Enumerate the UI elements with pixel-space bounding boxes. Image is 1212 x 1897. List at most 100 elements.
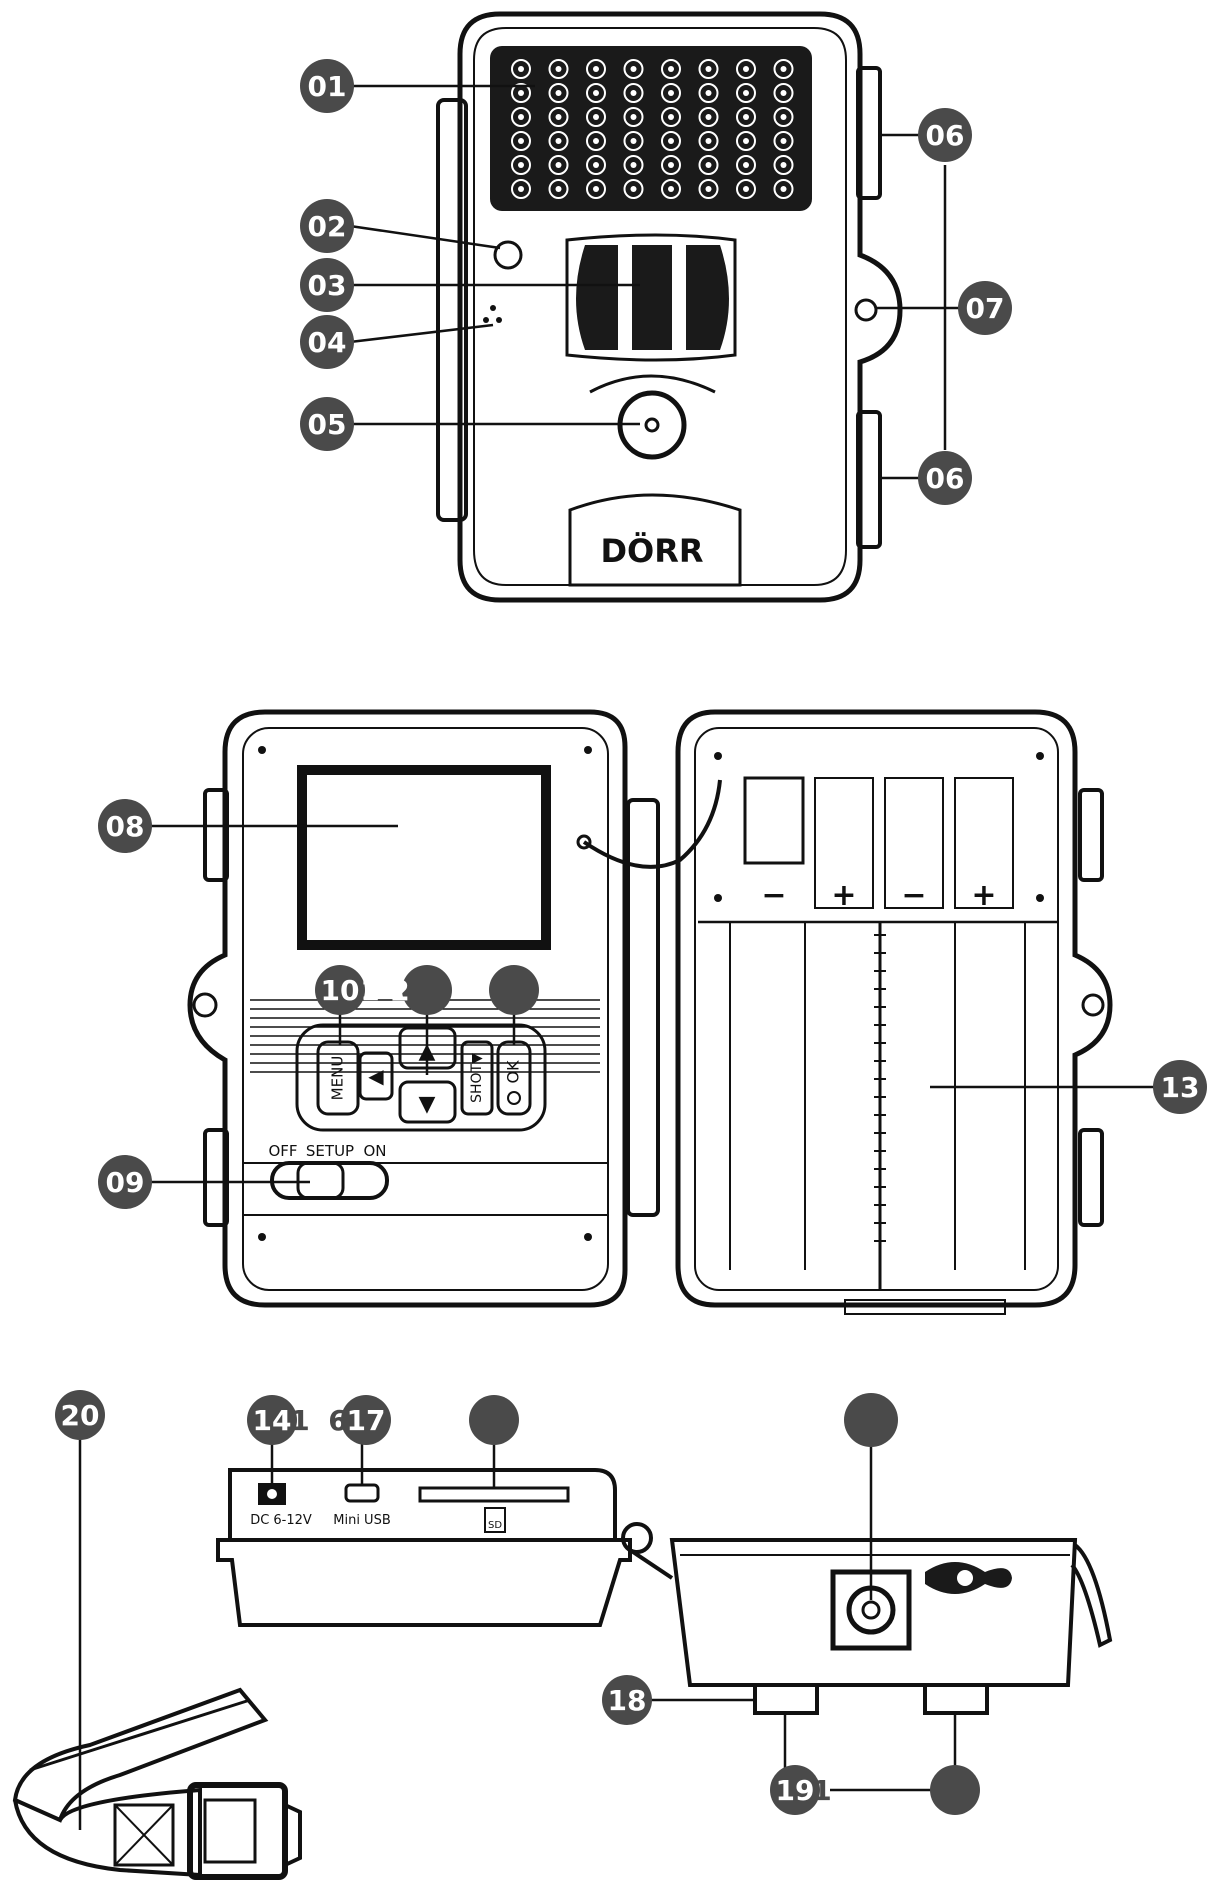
switch-setup-label: SETUP bbox=[306, 1142, 354, 1160]
ir-led-core bbox=[555, 90, 562, 96]
ir-led-core bbox=[593, 162, 599, 168]
callout-08-number: 08 bbox=[106, 810, 145, 843]
ir-led-core bbox=[668, 186, 674, 192]
pir-stripe-a bbox=[618, 245, 632, 350]
ir-led-core bbox=[743, 186, 749, 192]
tripod-socket-thread bbox=[861, 1600, 881, 1620]
battery-compartment-inner bbox=[694, 727, 1059, 1291]
ir-led-core bbox=[518, 186, 524, 192]
callout-15: 1 bbox=[290, 1404, 309, 1437]
latch-clip bbox=[1070, 1543, 1113, 1648]
microphone-dot bbox=[483, 317, 489, 323]
screw bbox=[714, 752, 722, 760]
bottom-latch-right bbox=[923, 1683, 989, 1715]
ir-led-core bbox=[705, 162, 712, 168]
callout-18-number: 18 bbox=[608, 1684, 647, 1717]
keypad-frame bbox=[295, 1023, 547, 1132]
ir-led bbox=[511, 155, 531, 175]
shot-button[interactable] bbox=[460, 1040, 494, 1116]
leader-line-04 bbox=[349, 323, 494, 344]
ir-led-core bbox=[705, 66, 712, 72]
callout-18: 18 bbox=[602, 1675, 652, 1725]
callout-04: 04 bbox=[300, 315, 354, 369]
ir-led-core bbox=[705, 90, 712, 96]
shot-button-label: SHOT▼ bbox=[469, 1053, 485, 1103]
ir-led-core bbox=[668, 138, 674, 144]
screw bbox=[584, 746, 592, 754]
ir-led-core bbox=[743, 90, 749, 96]
left-arrow-button[interactable] bbox=[358, 1051, 394, 1101]
callout-11: 1 bbox=[360, 965, 452, 1015]
callout-05-number: 05 bbox=[308, 408, 347, 441]
callout-08: 08 bbox=[98, 799, 152, 853]
callout-04-number: 04 bbox=[308, 326, 347, 359]
ir-led bbox=[698, 107, 719, 127]
port-panel bbox=[228, 1468, 617, 1542]
callout-19b-number: 1 bbox=[812, 1774, 831, 1807]
ir-led bbox=[773, 179, 794, 199]
ir-led-core bbox=[743, 138, 749, 144]
microphone-dot bbox=[490, 305, 496, 311]
ir-led-core bbox=[668, 114, 674, 120]
callout-01: 01 bbox=[300, 59, 354, 113]
callout-05: 05 bbox=[300, 397, 354, 451]
ir-led bbox=[623, 179, 644, 199]
screw bbox=[584, 1233, 592, 1241]
callout-15-number: 1 bbox=[290, 1404, 309, 1437]
callout-badges: 01 02 03 04 05 06 07 06 08 09 10 1 2 13 … bbox=[55, 59, 1207, 1815]
ir-led bbox=[511, 83, 531, 103]
ir-led-core bbox=[518, 90, 524, 96]
power-switch[interactable] bbox=[270, 1161, 389, 1200]
ir-led bbox=[586, 155, 606, 175]
lens-center bbox=[644, 417, 660, 433]
strap-buckle-lever bbox=[284, 1803, 302, 1867]
ir-led-core bbox=[593, 138, 599, 144]
ir-led-core bbox=[743, 66, 749, 72]
ir-led bbox=[773, 155, 794, 175]
ir-led bbox=[736, 179, 756, 199]
ir-led bbox=[511, 59, 531, 79]
ir-led-core bbox=[593, 90, 599, 96]
ir-led bbox=[661, 179, 681, 199]
ir-led-core bbox=[780, 114, 787, 120]
down-arrow-button[interactable] bbox=[398, 1080, 457, 1124]
callout-07: 07 bbox=[958, 281, 1012, 335]
menu-button[interactable] bbox=[316, 1040, 360, 1116]
strap-upper-band bbox=[12, 1687, 269, 1823]
usb-port-label: Mini USB bbox=[333, 1513, 391, 1528]
compartment-strap-hole bbox=[1081, 993, 1105, 1017]
strap-buckle bbox=[187, 1782, 288, 1880]
ir-led bbox=[623, 83, 644, 103]
ir-led bbox=[548, 155, 569, 175]
ir-led bbox=[736, 155, 756, 175]
ir-led-core bbox=[555, 138, 562, 144]
bottom-front-shell bbox=[216, 1538, 632, 1627]
callout-02-number: 02 bbox=[308, 210, 347, 243]
inner-bracket bbox=[1078, 788, 1104, 882]
ir-led bbox=[698, 83, 719, 103]
inside-view: MENU ◀ ▲ ▼ SHOT▼ OK OFF SETUP ON bbox=[148, 709, 1165, 1315]
ir-led-core bbox=[630, 138, 637, 144]
ok-button-label: OK bbox=[504, 1060, 523, 1084]
callout-13-number: 13 bbox=[1161, 1071, 1200, 1104]
ir-led bbox=[661, 155, 681, 175]
polarity-plus: + bbox=[831, 878, 856, 913]
brand-logo: DÖRR bbox=[600, 532, 703, 570]
ir-led bbox=[623, 131, 644, 151]
bottom-back-shell bbox=[669, 1538, 1078, 1687]
strap-view bbox=[12, 1438, 302, 1880]
ir-led-core bbox=[518, 162, 524, 168]
ir-led-core bbox=[518, 138, 524, 144]
ir-led-core bbox=[668, 90, 674, 96]
callout-14: 14 bbox=[247, 1395, 297, 1445]
battery-contact-b bbox=[814, 777, 874, 909]
ir-led bbox=[773, 83, 794, 103]
ir-led bbox=[548, 59, 569, 79]
compartment-latch bbox=[844, 1299, 1006, 1315]
callout-03-number: 03 bbox=[308, 269, 347, 302]
ir-led-core bbox=[630, 66, 637, 72]
callout-tripod bbox=[844, 1393, 898, 1447]
power-switch-knob[interactable] bbox=[296, 1161, 345, 1200]
menu-button-label: MENU bbox=[329, 1056, 347, 1101]
